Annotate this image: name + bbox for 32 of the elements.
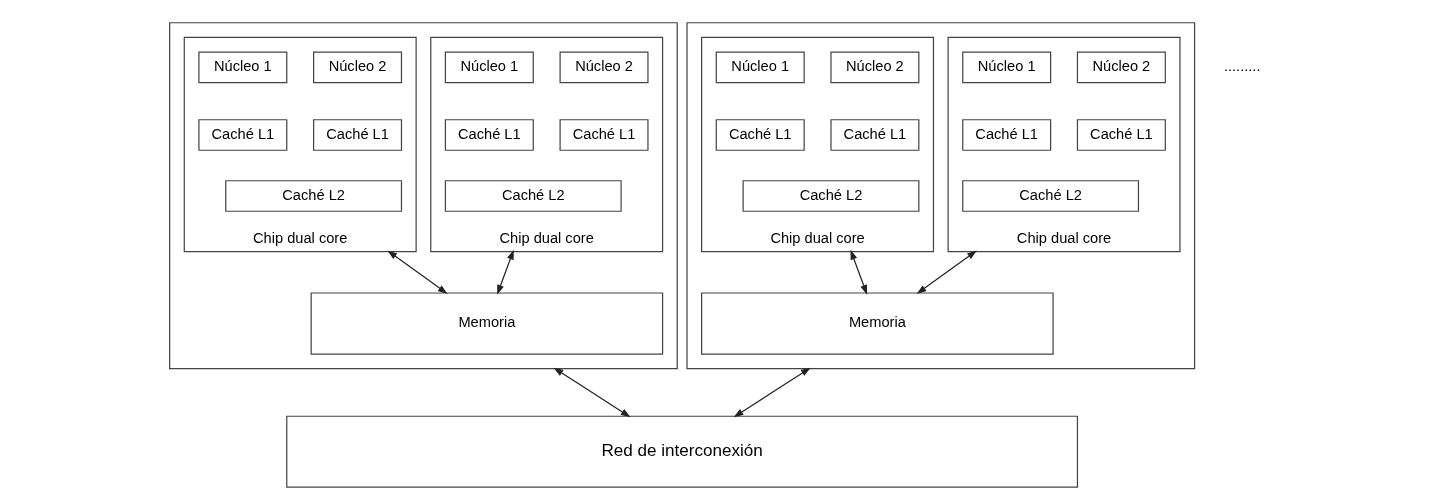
node-box: Caché L2 bbox=[742, 180, 919, 212]
node-box: Caché L1 bbox=[829, 119, 919, 151]
arrow bbox=[733, 367, 811, 418]
node-box: Caché L2 bbox=[444, 180, 622, 212]
node-box: Caché L1 bbox=[961, 119, 1051, 151]
cluster bbox=[168, 22, 678, 370]
node-box: Caché L2 bbox=[224, 180, 402, 212]
node-box: Núcleo 1 bbox=[715, 51, 805, 84]
node-box: Caché L1 bbox=[312, 119, 402, 151]
node-box: Memoria bbox=[310, 292, 663, 355]
node-box: Núcleo 1 bbox=[197, 51, 287, 84]
node-box: Núcleo 2 bbox=[1076, 51, 1166, 84]
node-box: Memoria bbox=[700, 292, 1054, 355]
arrow bbox=[553, 367, 631, 418]
node-box: Núcleo 1 bbox=[444, 51, 534, 84]
node-box: Red de interconexión bbox=[285, 415, 1078, 488]
node-box: Núcleo 2 bbox=[829, 51, 919, 84]
cluster bbox=[685, 22, 1195, 370]
arrow bbox=[496, 249, 514, 295]
node-box: Caché L1 bbox=[715, 119, 805, 151]
node-box: Caché L1 bbox=[1076, 119, 1166, 151]
node-box: Caché L1 bbox=[444, 119, 534, 151]
node-box: Núcleo 2 bbox=[559, 51, 649, 84]
arrow bbox=[386, 250, 448, 294]
node-box: Núcleo 1 bbox=[961, 51, 1051, 84]
arrow bbox=[916, 250, 977, 294]
node-box: Núcleo 2 bbox=[312, 51, 402, 84]
arrow bbox=[849, 249, 867, 295]
node-box: Caché L2 bbox=[961, 180, 1139, 212]
label: ......... bbox=[1223, 58, 1260, 75]
node-box: Caché L1 bbox=[559, 119, 649, 151]
node-box: Caché L1 bbox=[197, 119, 287, 151]
